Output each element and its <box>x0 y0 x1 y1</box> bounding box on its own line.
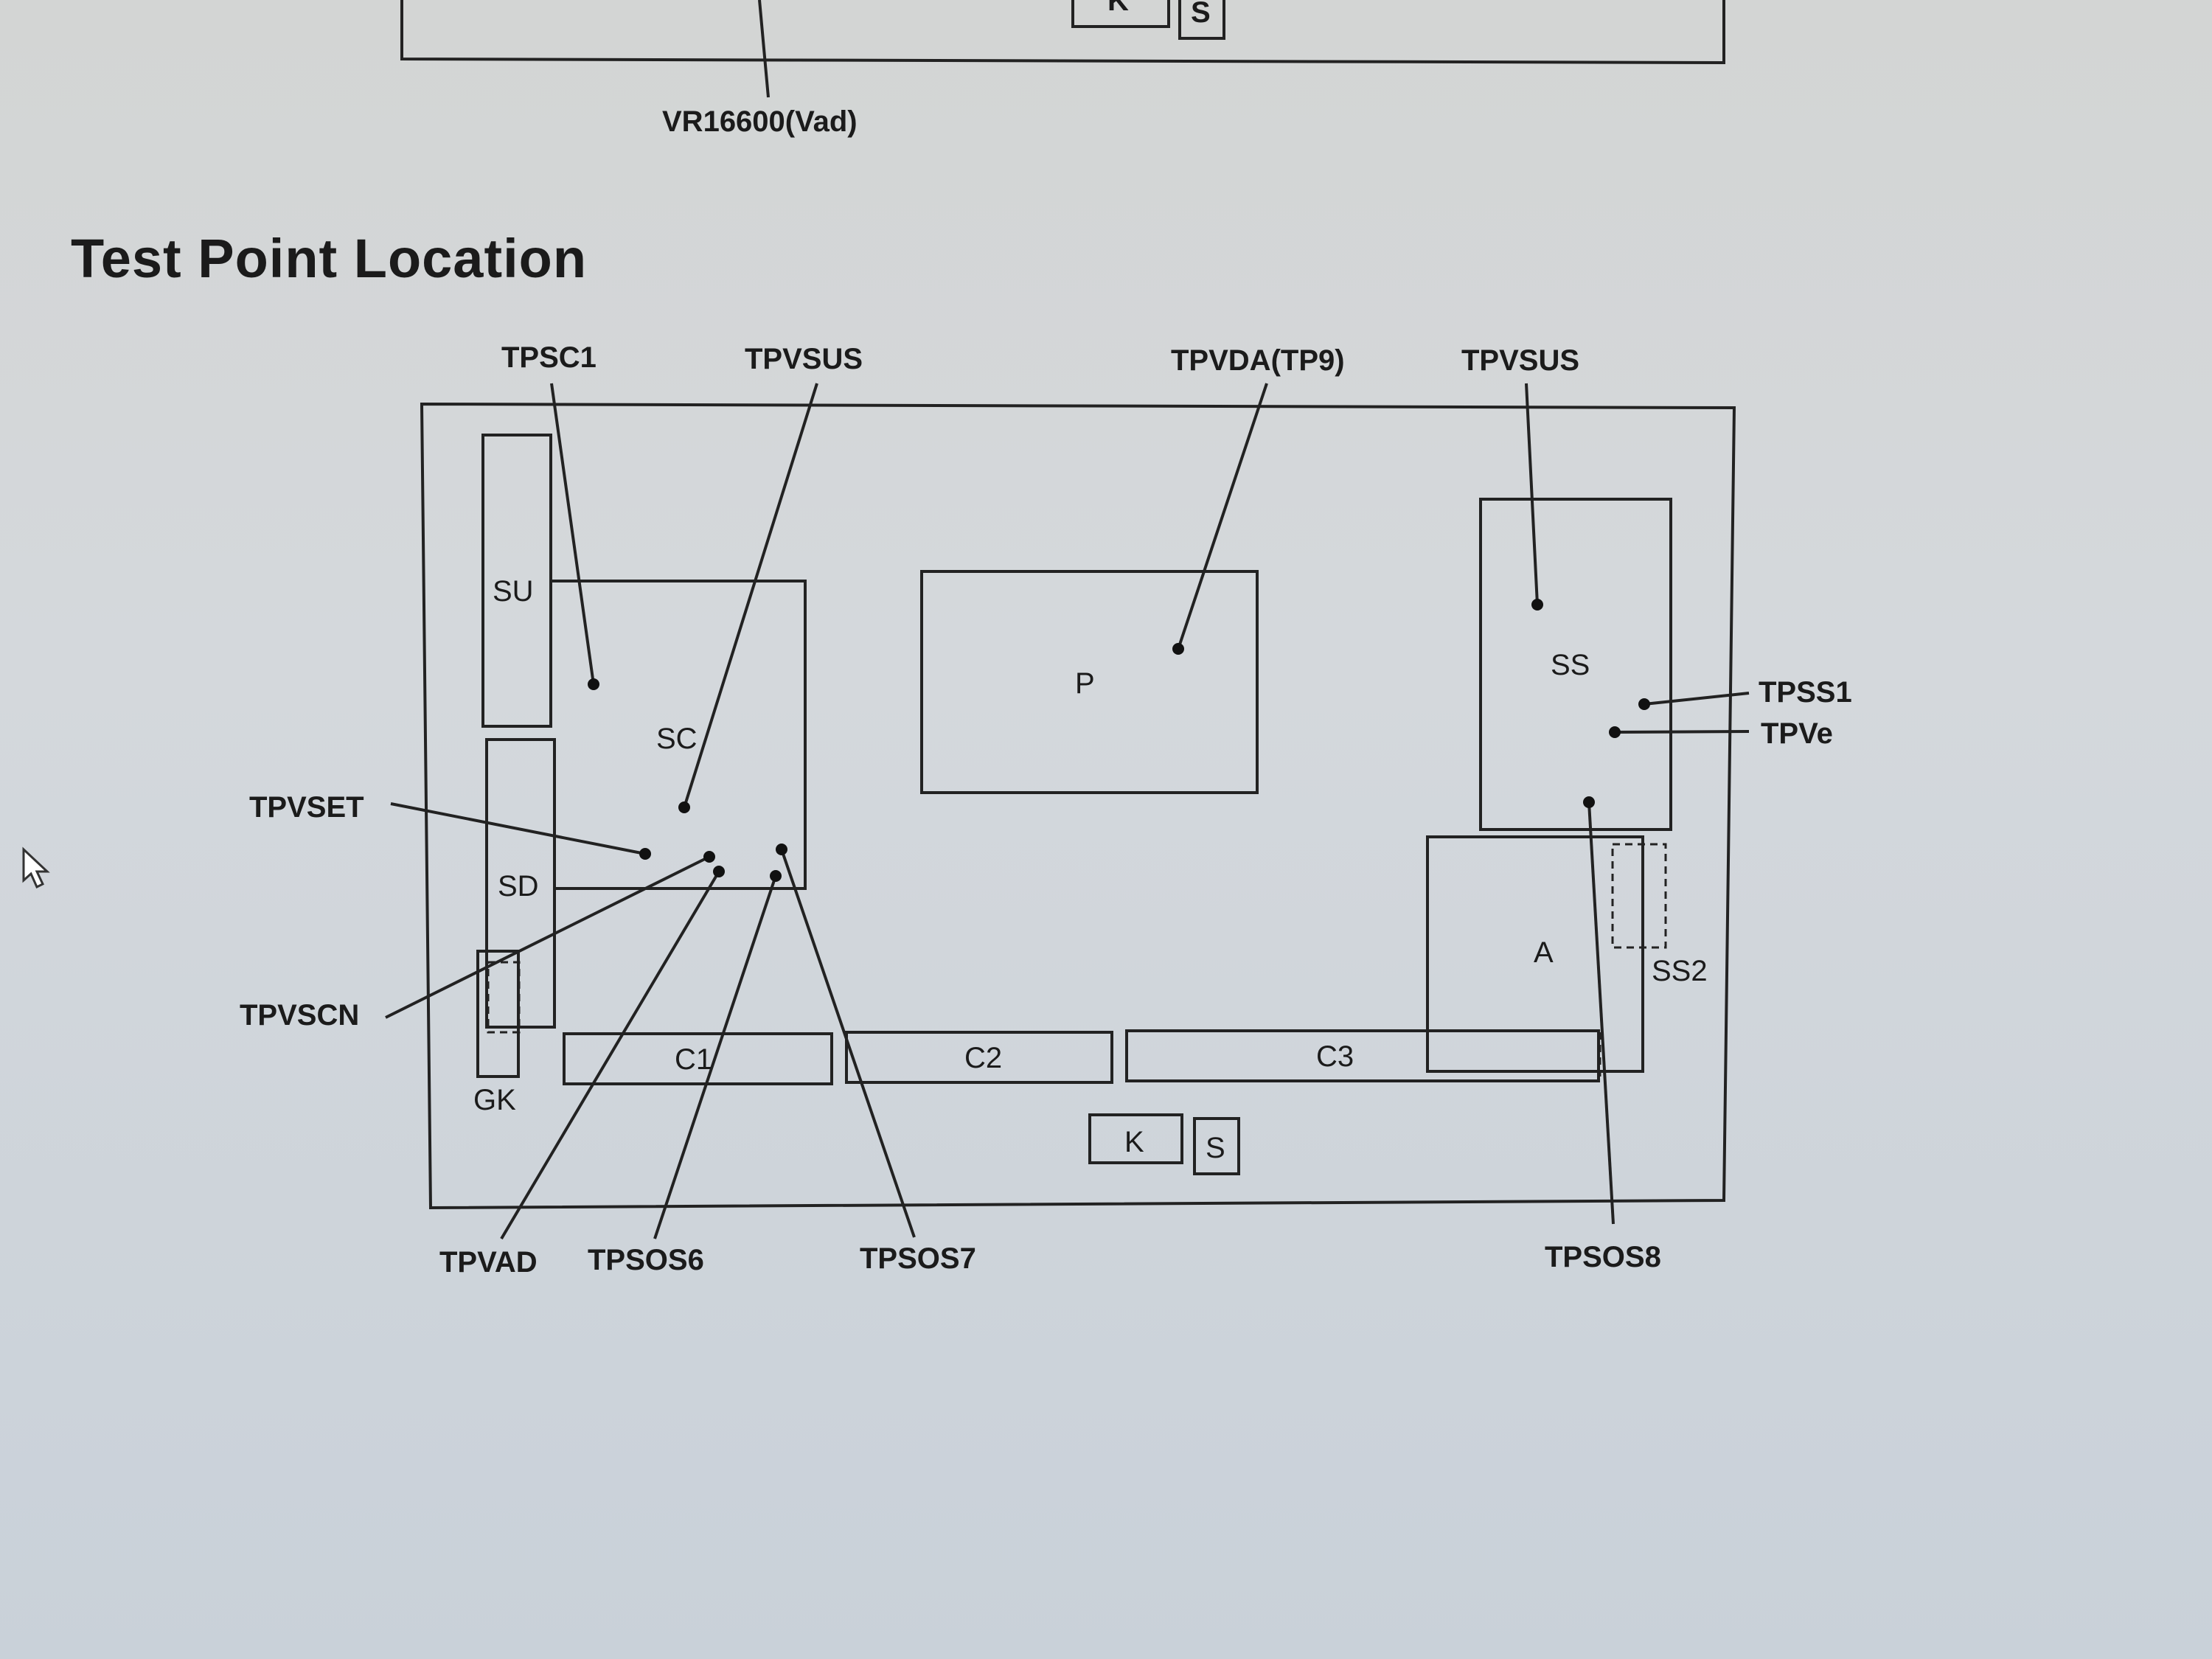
component-gk-dashed <box>487 961 521 1034</box>
label-k: K <box>1124 1126 1144 1158</box>
test-point-dot <box>713 866 725 877</box>
label-sd: SD <box>498 870 539 902</box>
previous-k-box <box>1071 0 1170 28</box>
label-tpvsus-left: TPVSUS <box>745 343 863 375</box>
page-title: Test Point Location <box>71 228 588 289</box>
component-a <box>1426 835 1644 1073</box>
label-tpvsus-right: TPVSUS <box>1461 344 1579 377</box>
component-sc <box>551 580 807 890</box>
leader-tpsc1 <box>550 383 595 685</box>
component-c2 <box>845 1031 1113 1084</box>
label-tpsos7: TPSOS7 <box>860 1242 976 1275</box>
leader-tpsos8 <box>1587 801 1615 1225</box>
label-tpvad: TPVAD <box>439 1246 538 1279</box>
test-point-dot <box>1583 796 1595 808</box>
label-s: S <box>1206 1132 1225 1164</box>
leader-tpsos7 <box>780 849 916 1238</box>
label-tpvda: TPVDA(TP9) <box>1171 344 1345 377</box>
board-outline <box>420 402 1736 1210</box>
previous-s-label: S <box>1191 0 1211 29</box>
mouse-cursor-icon <box>22 846 50 889</box>
component-ss <box>1479 498 1672 831</box>
component-ss2 <box>1611 843 1667 949</box>
leader-tpvda <box>1177 383 1268 650</box>
label-tpsos6: TPSOS6 <box>588 1244 704 1276</box>
label-p: P <box>1075 667 1095 700</box>
leader-tpvset <box>390 802 646 855</box>
leader-tpvsus-left <box>683 383 818 808</box>
test-point-dot <box>776 844 787 855</box>
label-ss2: SS2 <box>1652 955 1708 987</box>
previous-s-box <box>1178 0 1225 40</box>
component-k <box>1088 1113 1183 1164</box>
test-point-dot <box>639 848 651 860</box>
label-tpss1: TPSS1 <box>1759 676 1852 709</box>
previous-figure-label: VR16600(Vad) <box>662 105 858 138</box>
leader-tpvscn <box>385 855 710 1019</box>
test-point-dot <box>1638 698 1650 710</box>
previous-figure-leader <box>758 0 770 98</box>
test-point-dot <box>703 851 715 863</box>
label-tpsc1: TPSC1 <box>501 341 597 374</box>
label-c2: C2 <box>964 1042 1002 1074</box>
test-point-dot <box>678 801 690 813</box>
label-tpvset: TPVSET <box>249 791 364 824</box>
label-tpvscn: TPVSCN <box>240 999 359 1032</box>
leader-tpvsus-right <box>1525 383 1539 605</box>
previous-k-label: K <box>1107 0 1129 17</box>
test-point-dot <box>770 870 782 882</box>
label-a: A <box>1534 936 1554 969</box>
previous-figure-frame <box>400 0 1725 65</box>
component-s <box>1193 1117 1240 1175</box>
label-gk: GK <box>473 1084 516 1116</box>
leader-tpve <box>1614 730 1750 734</box>
label-c1: C1 <box>675 1043 712 1076</box>
label-tpsos8: TPSOS8 <box>1545 1241 1661 1273</box>
label-ss: SS <box>1551 649 1590 681</box>
leader-tpss1 <box>1644 692 1750 706</box>
leader-tpvad <box>500 870 720 1240</box>
label-su: SU <box>493 575 534 608</box>
label-tpve: TPVe <box>1761 717 1833 750</box>
label-c3: C3 <box>1316 1040 1354 1073</box>
component-c3 <box>1125 1029 1600 1082</box>
test-point-dot <box>1172 643 1184 655</box>
component-p <box>920 570 1259 794</box>
component-c1 <box>563 1032 833 1085</box>
leader-tpsos6 <box>653 875 777 1239</box>
test-point-dot <box>588 678 599 690</box>
test-point-dot <box>1531 599 1543 611</box>
component-sd <box>485 738 556 1029</box>
test-point-dot <box>1609 726 1621 738</box>
label-sc: SC <box>656 723 698 755</box>
